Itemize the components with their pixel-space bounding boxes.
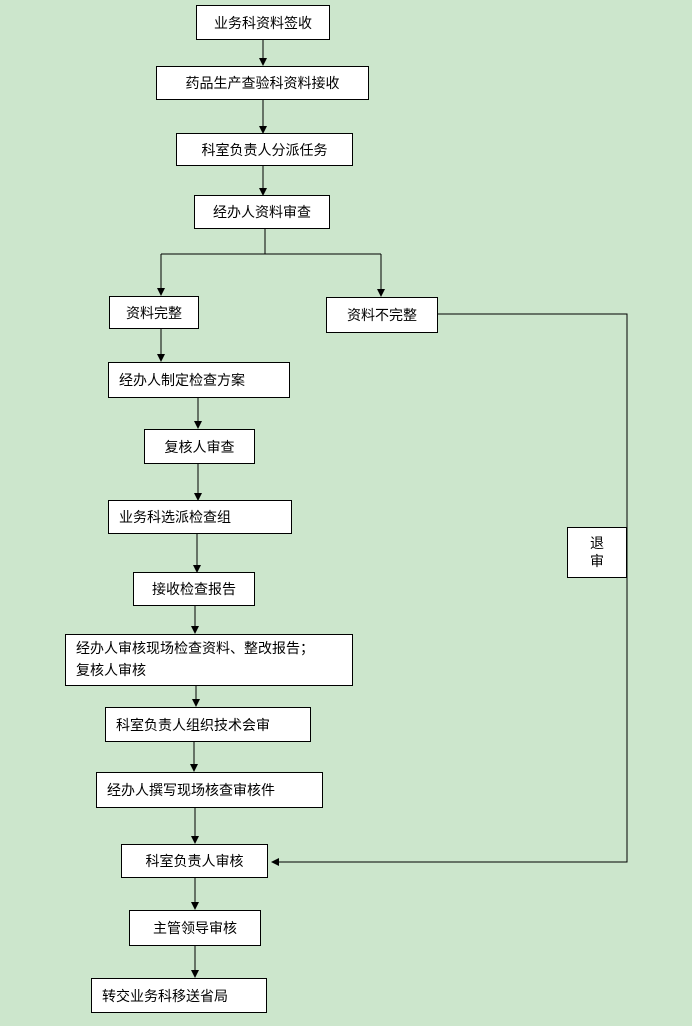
branch-line <box>161 229 266 255</box>
step-business-sign: 业务科资料签收 <box>196 5 330 40</box>
decision-complete: 资料完整 <box>109 296 199 329</box>
return-char-2: 审 <box>590 553 604 570</box>
step-recheck-review: 复核人审查 <box>144 429 255 464</box>
step-handler-review: 经办人资料审查 <box>194 195 330 229</box>
step-transfer: 转交业务科移送省局 <box>91 978 267 1013</box>
return-line <box>271 313 628 866</box>
return-label: 退 审 <box>567 527 627 578</box>
step-receive-report: 接收检查报告 <box>133 572 255 606</box>
step-select-team: 业务科选派检查组 <box>108 500 292 534</box>
step-review-materials: 经办人审核现场检查资料、整改报告； 复核人审核 <box>65 634 353 686</box>
step-inspection-receive: 药品生产查验科资料接收 <box>156 66 369 100</box>
step-director-review: 科室负责人审核 <box>121 844 268 878</box>
step-review-materials-line2: 复核人审核 <box>76 663 146 679</box>
step-assign-task: 科室负责人分派任务 <box>176 133 353 166</box>
decision-incomplete: 资料不完整 <box>326 297 438 333</box>
step-leader-review: 主管领导审核 <box>129 910 261 946</box>
step-write-document: 经办人撰写现场核查审核件 <box>96 772 323 808</box>
step-tech-meeting: 科室负责人组织技术会审 <box>105 707 311 742</box>
step-make-plan: 经办人制定检查方案 <box>108 362 290 398</box>
return-char-1: 退 <box>590 535 604 552</box>
step-review-materials-line1: 经办人审核现场检查资料、整改报告； <box>76 641 314 657</box>
